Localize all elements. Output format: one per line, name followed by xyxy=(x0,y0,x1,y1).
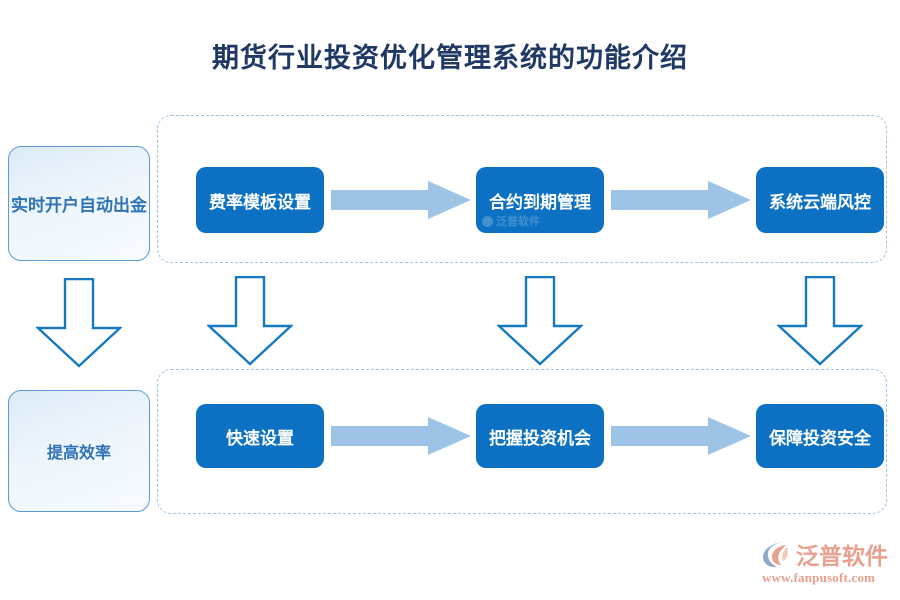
feature-box-fee-template[interactable]: 费率模板设置 xyxy=(196,167,324,233)
arrow-right-icon xyxy=(611,181,751,219)
brand-name: 泛普软件 xyxy=(796,543,888,569)
arrow-down-icon xyxy=(777,276,863,366)
page-title: 期货行业投资优化管理系统的功能介绍 xyxy=(212,43,688,73)
arrow-right-icon xyxy=(331,181,471,219)
brand-logo-row: 泛普软件 xyxy=(762,538,896,570)
watermark-logo-icon xyxy=(482,215,493,227)
feature-box-contract-expiry[interactable]: 合约到期管理 泛普软件 xyxy=(476,167,604,233)
arrow-down-icon xyxy=(36,278,122,368)
top-row-group-container xyxy=(157,115,887,263)
feature-box-label: 合约到期管理 xyxy=(489,192,591,212)
arrow-right-icon xyxy=(611,417,751,455)
watermark-text: 泛普软件 xyxy=(496,216,540,228)
feature-box-label: 快速设置 xyxy=(226,428,294,448)
fanpu-logo-icon xyxy=(763,542,788,568)
feature-box-label: 把握投资机会 xyxy=(489,428,591,448)
outcome-label: 实时开户自动出金 xyxy=(11,196,147,215)
feature-box-label: 系统云端风控 xyxy=(769,192,871,212)
arrow-down-icon xyxy=(207,276,293,366)
feature-box-label: 费率模板设置 xyxy=(209,192,311,212)
feature-box-quick-setup[interactable]: 快速设置 xyxy=(196,404,324,468)
outcome-box-efficiency[interactable]: 提高效率 xyxy=(8,390,150,512)
box-watermark: 泛普软件 xyxy=(482,213,540,229)
arrow-right-icon xyxy=(331,417,471,455)
bottom-row-group-container xyxy=(157,369,887,514)
feature-box-investment-safety[interactable]: 保障投资安全 xyxy=(756,404,884,468)
brand-logo: 泛普软件 www.fanpusoft.com xyxy=(762,538,896,590)
outcome-label: 提高效率 xyxy=(46,445,111,462)
feature-box-cloud-risk-control[interactable]: 系统云端风控 xyxy=(756,167,884,233)
brand-url: www.fanpusoft.com xyxy=(762,570,876,585)
feature-box-label: 保障投资安全 xyxy=(769,428,871,448)
feature-box-grasp-opportunity[interactable]: 把握投资机会 xyxy=(476,404,604,468)
outcome-box-realtime-account[interactable]: 实时开户自动出金 xyxy=(8,146,150,261)
arrow-down-icon xyxy=(497,276,583,366)
